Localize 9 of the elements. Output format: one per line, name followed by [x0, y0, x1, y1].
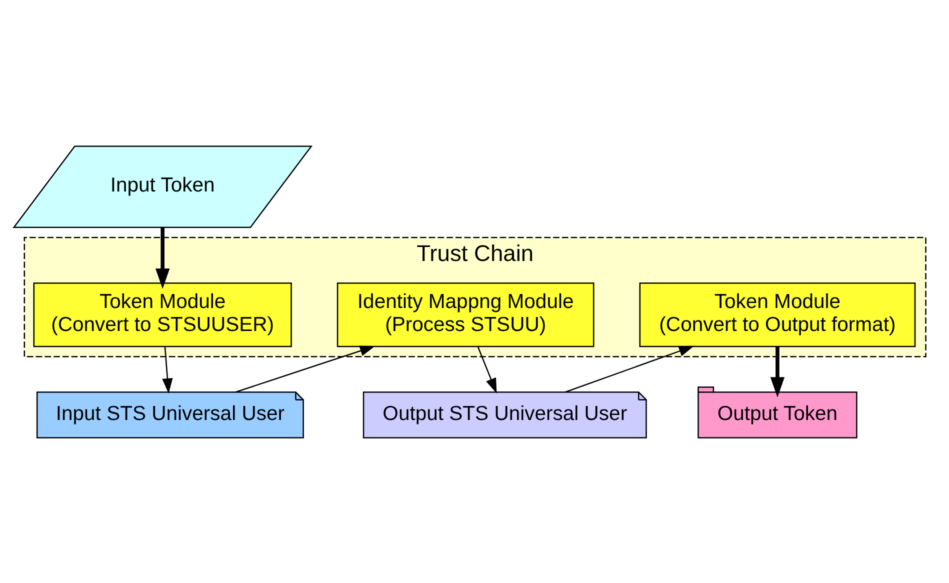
node-box: Identity Mappng Module (Process STSUU) [336, 282, 594, 347]
arrow [564, 345, 694, 392]
node-box: Token Module (Convert to Output format) [638, 282, 916, 347]
arrow [476, 346, 496, 393]
arrow [770, 346, 784, 397]
arrow [234, 345, 375, 392]
arrow [162, 346, 172, 394]
arrow [154, 226, 170, 288]
node-box: Token Module (Convert to STSUUSER) [32, 282, 292, 347]
